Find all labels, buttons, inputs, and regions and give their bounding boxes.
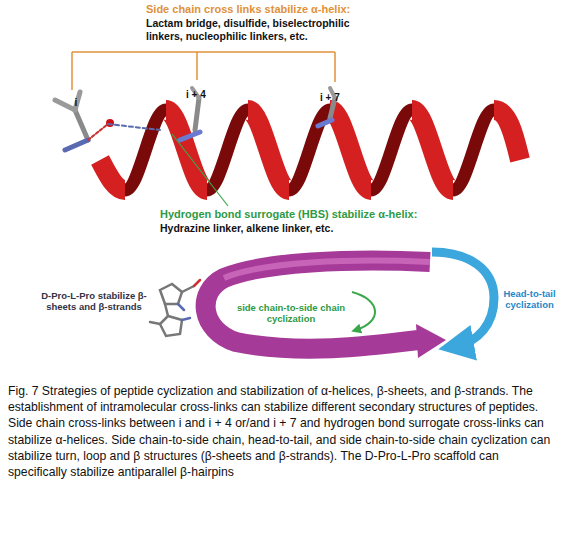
arrow-label: side chain-to-side chain cyclization (232, 302, 350, 325)
residue-label: i (66, 97, 86, 109)
heading-label: Hydrogen bond surrogate (HBS) stabilize … (160, 208, 500, 221)
crosslink-bracket (72, 52, 335, 90)
side-chains (55, 88, 335, 150)
body-label: Lactam bridge, disulfide, biselectrophil… (146, 17, 361, 42)
sidechain-arrow (352, 292, 375, 330)
residue-label: i + 7 (320, 92, 360, 104)
note-label: D-Pro-L-Pro stabilize β-sheets and β-str… (40, 290, 148, 313)
helix-front (100, 110, 520, 190)
hbs-leader (172, 134, 228, 206)
dpro-lpro-molecule (150, 280, 200, 336)
heading-label: Side chain cross links stabilize α-helix… (146, 3, 446, 16)
head-to-tail-arrow (432, 252, 494, 346)
residue-label: i + 4 (186, 89, 226, 101)
beta-hairpin (206, 261, 446, 358)
body-label: Hydrazine linker, alkene linker, etc. (160, 222, 460, 235)
arrow-label: Head-to-tail cyclization (492, 288, 567, 311)
figure-caption: Fig. 7 Strategies of peptide cyclization… (8, 383, 560, 480)
helix-back (125, 110, 494, 190)
